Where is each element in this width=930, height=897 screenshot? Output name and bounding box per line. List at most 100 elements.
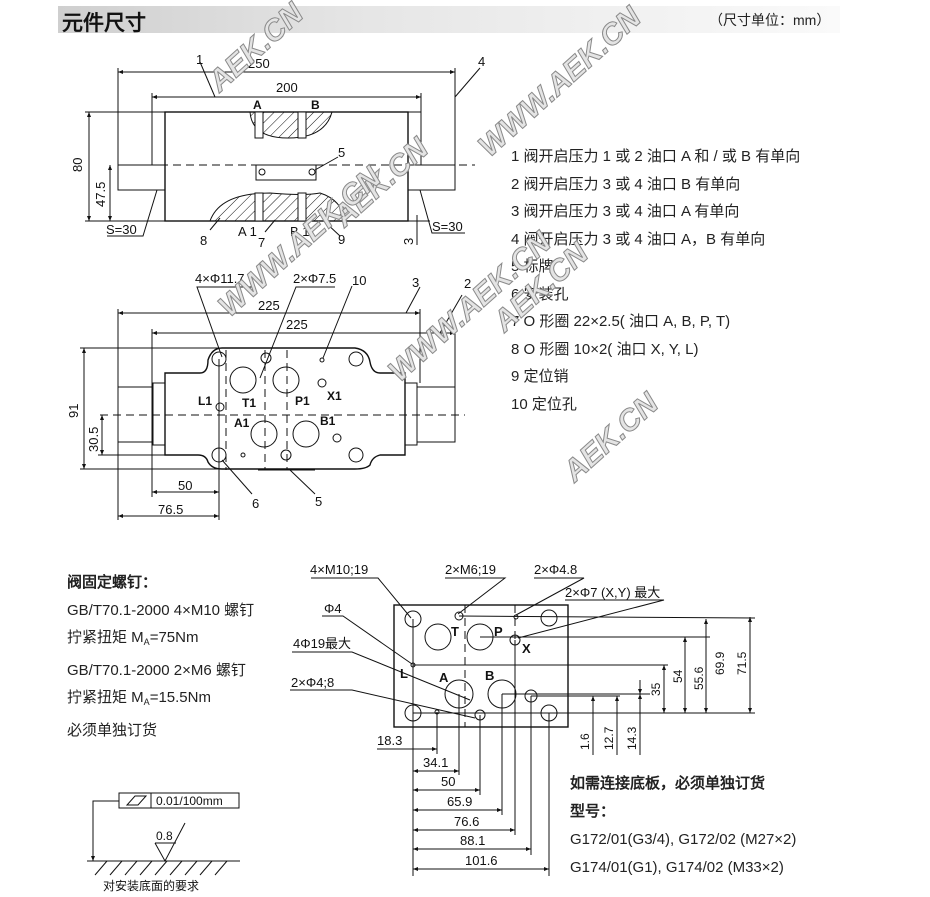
callout-4x-m10: 4×M10;19	[310, 562, 368, 577]
legend-item: 1 阀开启压力 1 或 2 油口 A 和 / 或 B 有单向	[511, 148, 801, 165]
callout-10: 10	[352, 273, 366, 288]
callout-2x-phi7-5: 2×Φ7.5	[293, 271, 336, 286]
legend-item: 5 标牌	[511, 258, 554, 275]
port-t-label: T	[451, 624, 459, 639]
callout-2x-phi4-8: 2×Φ4.8	[534, 562, 577, 577]
dim-225-upper: 225	[258, 298, 280, 313]
dim-80: 80	[70, 158, 85, 172]
dim-250: 250	[248, 56, 270, 71]
screw-line-2: GB/T70.1-2000 2×M6 螺钉	[67, 661, 246, 679]
dim-3: 3	[401, 238, 416, 245]
legend-item: 6 安装孔	[511, 285, 569, 303]
callout-1: 1	[196, 52, 203, 67]
parts-legend: 1 阀开启压力 1 或 2 油口 A 和 / 或 B 有单向 2 阀开启压力 3…	[511, 143, 800, 418]
callout-2x-phi4-8deep: 2×Φ4;8	[291, 675, 334, 690]
port-a-label: A	[439, 670, 449, 685]
port-a-label: A	[253, 98, 262, 112]
port-a1-label: A1	[234, 416, 250, 430]
dim-55-6: 55.6	[692, 666, 706, 690]
legend-item: 9 定位销	[511, 368, 569, 385]
surface-caption: 对安装底面的要求	[103, 878, 199, 893]
top-view-drawing: 4×Φ11.7 2×Φ7.5 10 3 2 225 225 91 30.5 L1…	[66, 271, 471, 520]
callout-4x-phi11-7: 4×Φ11.7	[195, 271, 245, 286]
callout-2: 2	[464, 276, 471, 291]
dim-30-5: 30.5	[86, 427, 101, 452]
callout-9: 9	[338, 232, 345, 247]
torque-line-1: 拧紧扭矩 MA=75Nm	[67, 624, 254, 657]
section-title: 元件尺寸	[62, 12, 146, 35]
legend-item: 7 O 形圈 22×2.5( 油口 A, B, P, T)	[511, 313, 731, 330]
dim-18-3: 18.3	[377, 733, 402, 748]
torque-value: =75Nm	[149, 629, 199, 646]
torque-line-2: 拧紧扭矩 MA=15.5Nm	[67, 684, 254, 717]
dim-69-9: 69.9	[713, 651, 727, 675]
dim-71-5: 71.5	[735, 651, 749, 675]
valve-body-top	[164, 347, 406, 470]
section-header: 元件尺寸 （尺寸单位：mm）	[58, 6, 840, 35]
order-note: 必须单独订货	[67, 721, 158, 739]
dim-47-5: 47.5	[93, 182, 108, 207]
torque-label: 拧紧扭矩 M	[67, 689, 144, 706]
unit-note: （尺寸单位：mm）	[709, 12, 831, 28]
port-x-label: X	[522, 641, 531, 656]
port-l1-label: L1	[198, 394, 212, 408]
dim-200: 200	[276, 80, 298, 95]
dim-225-lower: 225	[286, 317, 308, 332]
side-view-drawing: 1 250 200 A B 4 80 47.5 5 S=30 S=30 8 A …	[70, 52, 485, 250]
port-t1-label: T1	[242, 396, 256, 410]
dim-91: 91	[66, 404, 81, 418]
port-b1-label: B 1	[290, 224, 310, 239]
port-b-label: B	[485, 668, 494, 683]
port-x1-label: X1	[327, 389, 342, 403]
port-a1-label: A 1	[238, 224, 257, 239]
legend-item: 3 阀开启压力 3 或 4 油口 A 有单向	[511, 203, 740, 220]
dim-50: 50	[441, 774, 455, 789]
screw-title: 阀固定螺钉：	[67, 574, 158, 591]
left-solenoid-stub	[117, 164, 166, 191]
model-label: 型号：	[570, 803, 616, 820]
dim-76-5: 76.5	[158, 502, 183, 517]
callout-6: 6	[252, 496, 259, 511]
interface-drawing: 4×M10;19 2×M6;19 2×Φ4.8 2×Φ7 (X,Y) 最大 Φ4…	[290, 562, 756, 876]
dim-50: 50	[178, 478, 192, 493]
callout-8: 8	[200, 233, 207, 248]
subplate-title: 如需连接底板，必须单独订货	[570, 775, 766, 792]
right-solenoid-stub	[407, 164, 456, 191]
legend-item: 10 定位孔	[511, 395, 577, 413]
screw-notes: 阀固定螺钉： GB/T70.1-2000 4×M10 螺钉 拧紧扭矩 MA=75…	[67, 569, 254, 744]
callout-2x-m6: 2×M6;19	[445, 562, 496, 577]
port-l-label: L	[400, 666, 408, 681]
flatness-icon	[125, 795, 148, 806]
callout-4phi19: 4Φ19最大	[293, 636, 351, 651]
torque-label: 拧紧扭矩 M	[67, 629, 144, 646]
dim-14-3: 14.3	[625, 726, 639, 750]
dim-65-9: 65.9	[447, 794, 472, 809]
torque-value: =15.5Nm	[149, 689, 211, 706]
surface-requirement-symbol: 0.01/100mm 0.8 对安装底面的要求	[87, 792, 240, 893]
roughness-icon	[154, 822, 186, 863]
port-p1-label: P1	[295, 394, 310, 408]
flatness-tolerance: 0.01/100mm	[156, 794, 223, 808]
port-p-label: P	[494, 624, 503, 639]
left-nut	[151, 111, 166, 166]
dim-34-1: 34.1	[423, 755, 448, 770]
legend-item: 4 阀开启压力 3 或 4 油口 A，B 有单向	[511, 230, 766, 248]
dim-35: 35	[649, 682, 663, 696]
wrench-size-right: S=30	[432, 219, 463, 234]
callout-phi4: Φ4	[324, 601, 342, 616]
wrench-size-left: S=30	[106, 222, 137, 237]
port-b1-label: B1	[320, 414, 336, 428]
dim-12-7: 12.7	[602, 726, 616, 750]
dim-54: 54	[671, 669, 685, 683]
subplate-info: 如需连接底板，必须单独订货 型号： G172/01(G3/4), G172/02…	[570, 770, 796, 882]
legend-item: 8 O 形圈 10×2( 油口 X, Y, L)	[511, 340, 699, 358]
dim-88-1: 88.1	[460, 833, 485, 848]
port-b-label: B	[311, 98, 320, 112]
callout-2x-phi7: 2×Φ7 (X,Y) 最大	[565, 585, 660, 600]
callout-5: 5	[338, 145, 345, 160]
model-line-2: G174/01(G1), G174/02 (M33×2)	[570, 859, 784, 876]
callout-3: 3	[412, 275, 419, 290]
nameplate	[255, 164, 317, 181]
torque-subscript: A	[143, 697, 150, 707]
callout-7: 7	[258, 235, 265, 250]
